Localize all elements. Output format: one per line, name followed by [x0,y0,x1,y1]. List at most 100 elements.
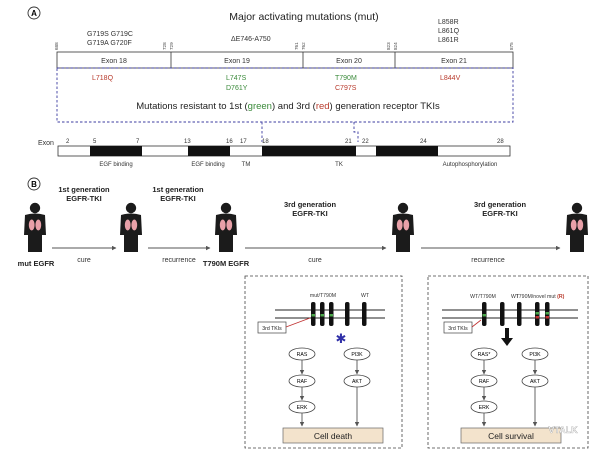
box1-raf-label: RAF [297,379,307,385]
patient-1 [24,202,46,252]
domain-egf1: EGF binding [99,162,132,168]
box2-outcome-label: Cell survival [488,431,534,441]
box1-drug-label: 3rd TKIs [262,326,282,332]
mut-g719a: G719A G720F [87,40,132,47]
patient-5 [566,202,588,252]
box1-mark-2 [320,314,324,317]
caption-green: green [248,101,272,112]
panel-a-title: Major activating mutations (mut) [229,11,378,23]
caption-red: red [316,101,330,112]
caption-post: ) generation receptor TKIs [330,101,440,112]
label-cure-1: cure [77,257,91,264]
panel-b: B 1st generation EGFR-TKI 1st generation… [18,177,589,449]
box1-drug-line [285,317,311,328]
box1-erk-label: ERK [297,405,308,411]
exon-n-28: 28 [497,139,504,145]
res-t790m: T790M [335,75,357,82]
box2-drug-line [471,319,482,328]
box2-outcome [460,427,562,444]
res-l718q: L718Q [92,75,114,82]
box2-erk-label: ERK [479,405,490,411]
exon-numbers: 2 5 7 13 16 17 18 21 22 24 28 [66,139,504,145]
exon-bar-label: Exon [38,140,54,147]
exon-19-label: Exon 19 [224,58,250,65]
domain-auto: Autophosphorylation [443,162,498,168]
box1-outcome-label: Cell death [314,431,353,441]
box1-rec-5 [362,302,367,326]
box2-raf-label: RAF [479,379,489,385]
gen3a-l2: EGFR-TKI [292,209,327,218]
res-c797s: C797S [335,85,357,92]
res-d761y: D761Y [226,85,248,92]
caption-pre: Mutations resistant to 1st ( [136,101,248,112]
pos-688: 688 [54,42,59,50]
box2-receptor-c-text: T790M/novel mut [516,294,557,300]
gen3b-l2: EGFR-TKI [482,209,517,218]
box1-pi3k-label: PI3K [351,352,363,358]
box1-drug [257,321,287,334]
exon-n-13: 13 [184,139,191,145]
box2-pi3k-label: PI3K [529,352,541,358]
box2-rec-2 [500,302,505,326]
exon-n-24: 24 [420,139,427,145]
mut-l858r: L858R [438,19,459,26]
box2-mark-5 [545,316,549,319]
box-cell-death: mut/T790M WT 3rd TKIs ✱ RAS RAF ERK [244,275,403,449]
watermark: VTALK [548,425,578,435]
panel-b-badge-circle [27,177,41,191]
exon-n-18: 18 [262,139,269,145]
pos-762: 762 [301,42,306,50]
label-mut-egfr: mut EGFR [18,259,55,268]
patient-4 [392,202,414,252]
domain-labels: EGF binding EGF binding TM TK Autophosph… [99,162,497,168]
gen1a-l1: 1st generation [58,185,110,194]
exon-n-7: 7 [136,139,140,145]
exon-bar-egf2 [188,146,230,156]
box2-akt-label: AKT [530,379,541,385]
box1-akt-label: AKT [352,379,363,385]
box2-receptors [482,302,550,326]
label-recurrence-1: recurrence [162,257,196,264]
domain-egf2: EGF binding [191,162,224,168]
box2-receptor-c-mark: (R) [557,294,564,300]
patient-2 [120,202,142,252]
box-cell-survival: WT/T790M WT T790M/novel mut (R) 3rd TKIs… [427,275,589,449]
box1-border [244,275,403,449]
resistance-caption: Mutations resistant to 1st (green) and 3… [136,101,440,112]
box1-rec-4 [345,302,350,326]
exon-n-16: 16 [226,139,233,145]
box1-outcome [282,427,384,444]
patient-3 [215,202,237,252]
mut-g719: G719S G719C [87,31,133,38]
exon-n-21: 21 [345,139,352,145]
resistance-region [56,67,514,123]
box2-drug-label: 3rd TKIs [448,326,468,332]
pos-761: 761 [294,42,299,50]
pos-823: 823 [386,42,391,50]
res-l844v: L844V [440,75,461,82]
label-cure-2: cure [308,257,322,264]
box2-drug [443,321,473,334]
gen1b-l1: 1st generation [152,185,204,194]
box2-receptor-c: T790M/novel mut (R) [516,294,565,300]
box2-receptor-b: WT [511,294,520,300]
pos-875: 875 [509,42,514,50]
exon-n-2: 2 [66,139,70,145]
box1-receptor-a: mut/T790M [310,293,336,299]
exon-positions: 688 728 729 761 762 823 824 875 [54,42,514,50]
exon-bar-egf1 [90,146,142,156]
panel-a: A Major activating mutations (mut) G719S… [27,6,514,168]
box2-mark-2 [535,312,539,315]
box2-mark-4 [535,316,539,319]
box2-rec-3 [517,302,522,326]
mut-l861q: L861Q [438,28,460,35]
exon-n-5: 5 [93,139,97,145]
mut-del: ΔE746-A750 [231,36,271,43]
exon-21-label: Exon 21 [441,58,467,65]
box1-receptor-b: WT [361,293,370,299]
gen1a-l2: EGFR-TKI [66,194,101,203]
exon-20-label: Exon 20 [336,58,362,65]
pos-824: 824 [393,42,398,50]
exon-18-label: Exon 18 [101,58,127,65]
mut-l861r: L861R [438,37,459,44]
